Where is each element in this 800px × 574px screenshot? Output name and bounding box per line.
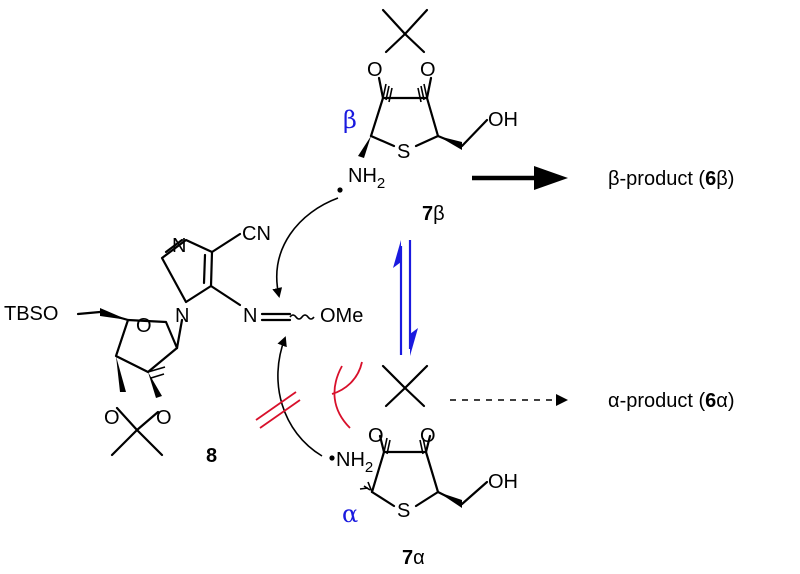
ribose-ring-oxygen: O <box>136 315 152 337</box>
beta-lone-pair-dot <box>337 187 343 193</box>
alpha-amine: NH2 <box>336 449 373 476</box>
compound-7-alpha-greek: α <box>413 547 425 569</box>
beta-o-left: O <box>367 59 383 81</box>
alpha-sulfur: S <box>397 500 410 522</box>
ketal-oxygen-right: O <box>156 407 172 429</box>
beta-stereo-label: β <box>343 106 357 134</box>
attack-arrows <box>255 197 363 457</box>
nitrile-group: CN <box>242 223 271 245</box>
alpha-product-prefix: α-product ( <box>608 390 705 412</box>
blocked-hash-marks <box>255 391 301 429</box>
alpha-hydroxyl: OH <box>488 471 518 493</box>
alpha-o-left: O <box>368 425 384 447</box>
molecule-7-alpha: O O S OH α NH2 7α <box>329 364 518 569</box>
alpha-attack-arrow <box>277 336 323 457</box>
beta-product-suffix: ) <box>728 168 735 190</box>
beta-attack-arrow <box>272 197 339 298</box>
compound-7-beta-number: 7 <box>422 203 433 225</box>
beta-amine-sub: 2 <box>377 175 385 192</box>
beta-product-greek: β <box>716 168 728 190</box>
imidazole-n3: N <box>172 235 186 257</box>
alpha-amine-nh: NH <box>336 449 365 471</box>
compound-7-alpha-number: 7 <box>402 547 413 569</box>
alpha-product-suffix: ) <box>728 390 735 412</box>
beta-amine: NH2 <box>348 165 385 192</box>
ketal-oxygen-left: O <box>104 407 120 429</box>
alpha-stereo-label: α <box>342 500 358 528</box>
beta-product-number: 6 <box>705 168 716 190</box>
beta-hydroxyl: OH <box>488 109 518 131</box>
molecule-8: TBSO O O O N N CN N OMe 8 <box>4 223 363 467</box>
beta-sulfur: S <box>397 141 410 163</box>
steric-clash-mark <box>331 361 363 429</box>
product-arrows <box>450 166 568 406</box>
beta-product-label: β-product (6β) <box>608 168 734 190</box>
alpha-product-greek: α <box>716 390 728 412</box>
compound-7-beta-greek: β <box>433 203 445 225</box>
imine-nitrogen: N <box>243 305 257 327</box>
molecule-7-beta: O O S OH β NH2 7β <box>337 8 518 225</box>
compound-7-alpha-label: 7α <box>402 547 425 569</box>
tbso-group: TBSO <box>4 303 58 325</box>
alpha-lone-pair-dot <box>329 455 335 461</box>
alpha-o-right: O <box>420 425 436 447</box>
compound-7-beta-label: 7β <box>422 203 445 225</box>
compound-8-label: 8 <box>206 445 217 467</box>
beta-amine-nh: NH <box>348 165 377 187</box>
beta-o-right: O <box>420 59 436 81</box>
alpha-product-label: α-product (6α) <box>608 390 735 412</box>
equilibrium-arrows <box>393 240 418 356</box>
alpha-amine-sub: 2 <box>365 459 373 476</box>
imidazole-n1: N <box>175 305 189 327</box>
alpha-product-number: 6 <box>705 390 716 412</box>
methoxy-group: OMe <box>320 305 363 327</box>
beta-product-prefix: β-product ( <box>608 168 705 190</box>
